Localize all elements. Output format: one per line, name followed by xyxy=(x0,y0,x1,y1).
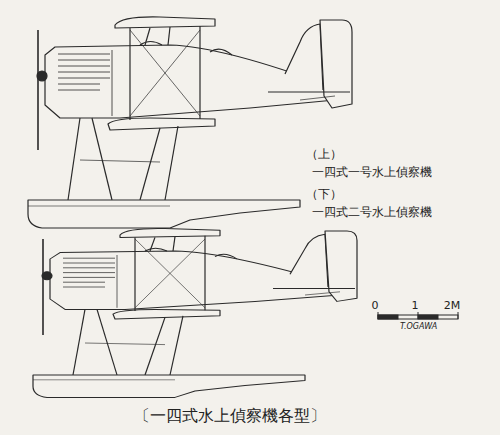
scale-number: 0 xyxy=(372,300,379,312)
scale-bar xyxy=(378,312,458,319)
scale-number: 1 xyxy=(412,300,419,312)
seaplane-type1 xyxy=(28,17,352,228)
artist-signature: T.OGAWA xyxy=(400,323,437,332)
aircraft-name: 一四式一号水上偵察機 xyxy=(312,166,432,179)
seaplane-type2 xyxy=(33,229,357,398)
position-note: （上） xyxy=(306,148,342,161)
aircraft-name: 一四式二号水上偵察機 xyxy=(312,206,432,219)
position-note: （下） xyxy=(306,188,342,201)
scale-number: 2M xyxy=(444,300,461,312)
figure-caption: 〔一四式水上偵察機各型〕 xyxy=(134,407,326,425)
